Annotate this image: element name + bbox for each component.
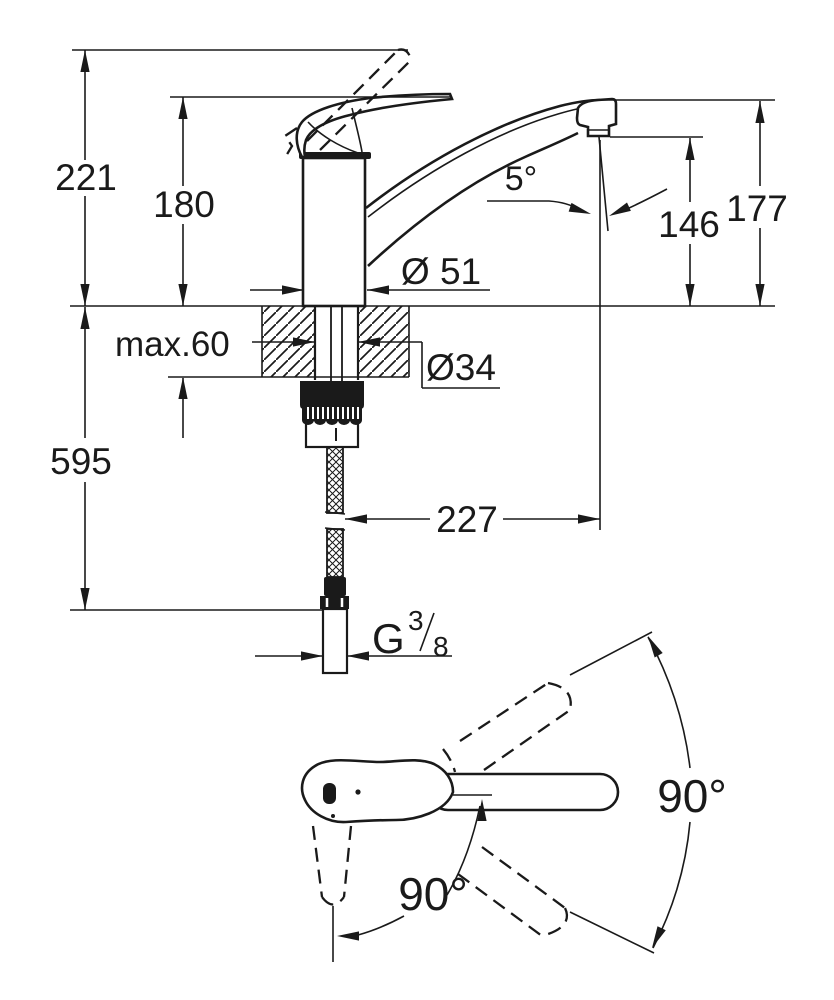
dim-outlet-angle: 5° bbox=[487, 160, 668, 221]
dim-5deg-label: 5° bbox=[505, 160, 538, 198]
lever-handle bbox=[295, 92, 454, 159]
dim-227-label: 227 bbox=[436, 499, 498, 540]
hose-thread-tube bbox=[321, 607, 349, 675]
dim-handle-arc: 90° bbox=[337, 799, 487, 941]
dim-221-label: 221 bbox=[55, 157, 117, 198]
dim-reach: 227 bbox=[345, 499, 600, 540]
side-view: 221 180 595 max.60 Ø34 bbox=[50, 48, 788, 675]
handle-knob-top-view bbox=[300, 758, 455, 824]
faucet-body bbox=[301, 156, 367, 308]
knob-slot bbox=[323, 783, 336, 804]
dim-146-label: 146 bbox=[658, 204, 720, 245]
arc-extension-lines bbox=[569, 631, 655, 954]
dim-deck-thickness: max.60 bbox=[115, 325, 230, 438]
dim-o51-label: Ø 51 bbox=[401, 251, 481, 292]
dim-90-bottom-label: 90° bbox=[398, 868, 468, 920]
dim-595-label: 595 bbox=[50, 441, 112, 482]
spout bbox=[365, 97, 618, 267]
top-view: 90° 90° bbox=[300, 631, 727, 962]
spout-down-dashed bbox=[311, 825, 353, 906]
dim-180-label: 180 bbox=[153, 184, 215, 225]
dim-thread: G 3 8 bbox=[255, 605, 452, 662]
outlet-stream-lines bbox=[598, 136, 609, 530]
dim-90-right-label: 90° bbox=[657, 770, 727, 822]
handle-up-dashed bbox=[442, 681, 572, 773]
dim-base-diameter: Ø 51 bbox=[250, 251, 490, 295]
hose-connector bbox=[320, 577, 349, 675]
dim-handle-height: 180 bbox=[153, 97, 215, 306]
dim-thread-g: G bbox=[372, 615, 405, 662]
knob-dot bbox=[355, 789, 361, 795]
mounting-nut bbox=[300, 381, 364, 449]
dim-swivel-arc: 90° bbox=[643, 633, 727, 951]
handle-bar-top-view bbox=[428, 772, 620, 812]
dim-max60-label: max.60 bbox=[115, 325, 230, 364]
faucet-shank bbox=[313, 306, 360, 381]
supply-hose bbox=[324, 446, 346, 578]
handle-down-dashed bbox=[457, 846, 569, 938]
dim-thread-numerator: 3 bbox=[408, 605, 424, 636]
dim-spout-top-height: 177 bbox=[726, 101, 788, 306]
dim-o34-label: Ø34 bbox=[426, 347, 496, 388]
dim-spout-outlet-height: 146 bbox=[658, 138, 720, 306]
dim-thread-denominator: 8 bbox=[433, 631, 449, 662]
dim-177-label: 177 bbox=[726, 188, 788, 229]
dim-hole-diameter: Ø34 bbox=[252, 337, 500, 389]
dim-overall-height: 221 bbox=[55, 50, 117, 306]
extension-lines bbox=[70, 49, 775, 611]
dim-below-deck: 595 bbox=[50, 307, 112, 610]
knob-dot-small bbox=[331, 814, 335, 818]
body-top-cap bbox=[299, 152, 371, 159]
fraction-slash bbox=[419, 612, 435, 652]
